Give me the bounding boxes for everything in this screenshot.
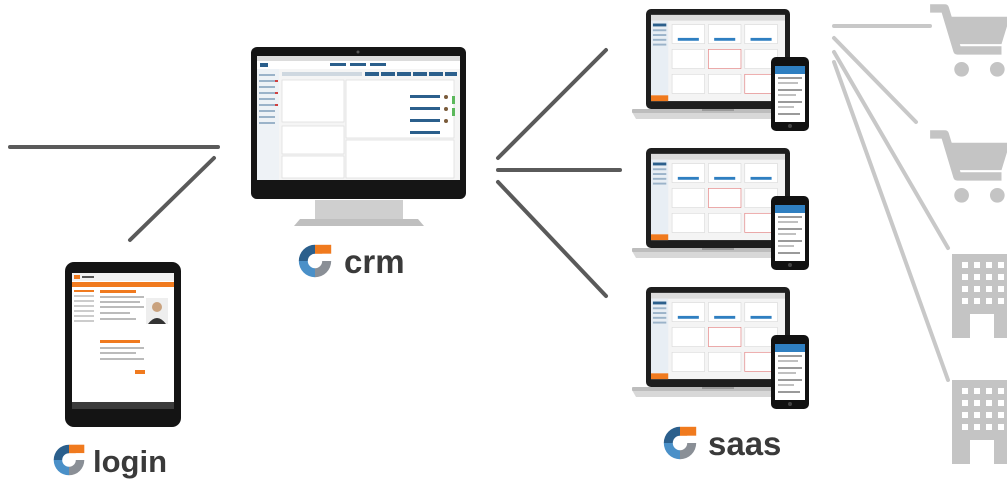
connector-saas-to-cart-2 [832, 36, 918, 124]
shopping-cart-icon [930, 8, 1007, 76]
crm-label: crm [298, 243, 405, 280]
crm-logo-icon [298, 244, 332, 278]
saas-logo-icon [663, 426, 697, 460]
connectors-light [832, 24, 950, 382]
saas-device-1 [632, 9, 809, 131]
connector-saas-to-building-2 [832, 60, 950, 382]
crm-desktop-monitor [251, 47, 466, 226]
saas-device-3 [632, 287, 809, 409]
connector-crm-to-saas-1 [496, 48, 608, 160]
connector-saas-to-building-1 [832, 50, 950, 250]
connector-crm-to-saas-3 [496, 180, 608, 298]
login-tablet [65, 262, 181, 427]
connector-login-to-crm [128, 156, 216, 242]
saas-label-text: saas [708, 425, 781, 462]
saas-device-2 [632, 148, 809, 270]
connectors [8, 48, 622, 298]
login-label-text: login [93, 444, 167, 479]
login-logo-icon [53, 444, 85, 476]
shopping-cart-icon [930, 134, 1007, 202]
office-building-icon [952, 254, 1007, 338]
login-label: login [53, 444, 167, 479]
crm-label-text: crm [344, 243, 405, 280]
saas-label: saas [663, 425, 781, 462]
office-building-icon [952, 380, 1007, 464]
